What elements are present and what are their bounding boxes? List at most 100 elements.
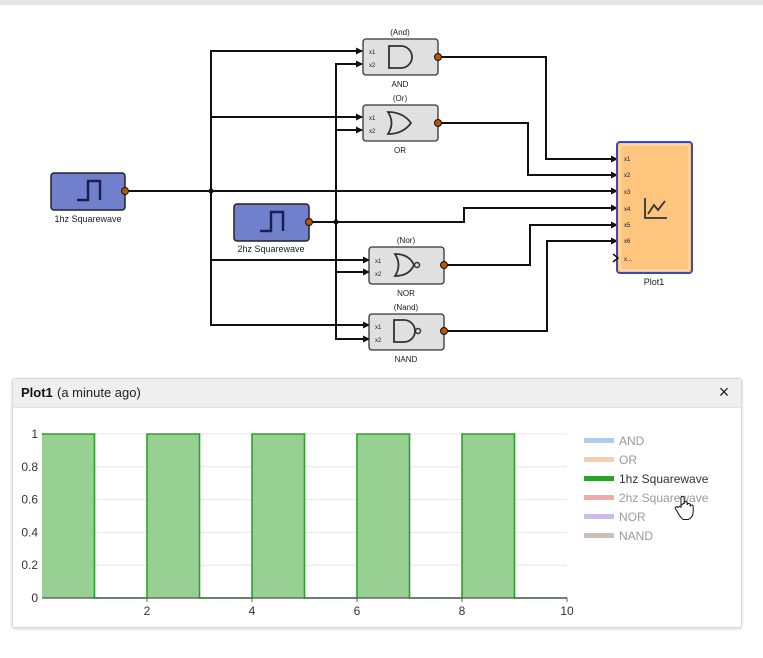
legend-item[interactable]: AND [619,434,645,448]
y-tick-label: 0.2 [21,558,38,572]
svg-text:x2: x2 [369,129,376,135]
svg-text:x2: x2 [375,338,382,344]
wire-sq1-and [125,47,363,192]
gate-tag: (Nand) [394,303,419,312]
or-gate-icon [386,111,413,135]
svg-text:x1: x1 [369,50,376,56]
block-label: NOR [397,289,415,298]
legend-swatch[interactable] [584,476,614,481]
block-label: Plot1 [644,277,665,287]
block-label: 1hz Squarewave [54,214,121,224]
x-tick-label: 6 [354,604,361,618]
x-tick-label: 8 [459,604,466,618]
plot-chart[interactable]: 0 0.2 0.4 0.6 0.8 1 2 4 6 8 10 AND OR 1hz Squarewave 2… [13,409,741,625]
top-toolbar-strip [0,0,763,5]
data-point [513,433,516,435]
wire-junctions [208,188,339,225]
nor-gate-icon [393,253,415,277]
gate-tag: (Or) [393,94,408,103]
legend-item[interactable]: NAND [619,529,653,543]
block-label: AND [392,80,409,89]
more-inputs-arrow-icon [612,253,620,263]
block-label: OR [394,146,406,155]
block-nor-gate[interactable]: (Nor) x1 x2 NOR [368,236,448,298]
svg-text:x1: x1 [375,259,382,265]
data-point [461,433,463,435]
block-and-gate[interactable]: (And) x1 x2 AND [362,28,442,89]
legend-swatch[interactable] [584,514,614,519]
block-2hz-squarewave[interactable]: 2hz Squarewave [233,203,313,254]
squarewave-icon [77,179,102,202]
hand-cursor-icon [674,495,694,520]
svg-text:x3: x3 [624,190,631,196]
output-port [434,119,442,127]
svg-text:x...: x... [624,257,632,263]
y-tick-label: 1 [31,427,38,441]
legend-swatch[interactable] [584,495,614,500]
block-diagram-canvas[interactable]: 1hz Squarewave 2hz Squarewave (And) x1 x… [0,0,763,372]
panel-title: Plot1 [21,385,53,400]
data-point [41,433,43,435]
and-gate-icon [388,45,413,69]
y-tick-label: 0.6 [21,493,38,507]
chart-line-icon [644,198,667,219]
block-plot1[interactable]: x1 x2 x3 x4 x5 x6 x... Plot1 [612,141,693,287]
wire-sq2-plot [309,204,618,223]
svg-text:x1: x1 [369,116,376,122]
wire-sq2-nor [335,222,370,276]
nand-gate-icon [393,319,416,343]
output-port [121,187,129,195]
output-port [305,218,313,226]
legend-swatch[interactable] [584,533,614,538]
svg-text:x5: x5 [624,223,631,229]
series-line [42,433,567,599]
data-point [356,433,358,435]
squarewave-icon [260,210,285,233]
data-point [251,433,253,435]
x-tick-label: 10 [560,604,574,618]
legend-item[interactable]: 2hz Squarewave [619,491,709,505]
block-1hz-squarewave[interactable]: 1hz Squarewave [50,172,129,224]
block-label: 2hz Squarewave [237,244,304,254]
svg-text:x2: x2 [369,63,376,69]
svg-text:x2: x2 [375,272,382,278]
svg-text:x1: x1 [375,325,382,331]
close-icon[interactable]: × [718,382,730,402]
legend-swatch[interactable] [584,438,614,443]
output-port [440,327,448,335]
data-point [303,433,306,435]
wire-or-plot [438,122,618,179]
y-tick-label: 0 [31,591,38,605]
block-label: NAND [395,355,418,364]
block-nand-gate[interactable]: (Nand) x1 x2 NAND [368,303,448,364]
plot-panel-header: Plot1 (a minute ago) × [13,379,741,408]
svg-text:x4: x4 [624,207,631,213]
wire-nor-plot [444,221,618,266]
data-point [93,433,96,435]
x-tick-label: 2 [144,604,151,618]
output-port [440,261,448,269]
y-tick-label: 0.8 [21,460,38,474]
data-point [146,433,148,435]
data-point [408,433,411,435]
wires [125,47,618,343]
legend-swatch[interactable] [584,457,614,462]
legend-item[interactable]: 1hz Squarewave [619,472,709,486]
legend-item[interactable]: OR [619,453,637,467]
y-tick-label: 0.4 [21,525,38,539]
wire-nand-plot [444,237,618,332]
x-tick-label: 4 [249,604,256,618]
wire-sq1-nand [210,191,370,329]
block-or-gate[interactable]: (Or) x1 x2 OR [362,94,442,155]
gate-tag: (Nor) [397,236,416,245]
wire-and-plot [438,56,618,163]
svg-text:x2: x2 [624,173,631,179]
svg-text:x1: x1 [624,157,631,163]
plot-panel: Plot1 (a minute ago) × 0 0.2 0.4 0.6 0.8 1 2 4 6… [12,378,742,628]
data-point [198,433,201,435]
wire-sq2-nand [335,222,370,343]
gate-tag: (And) [390,28,410,37]
svg-text:x6: x6 [624,239,631,245]
legend-item[interactable]: NOR [619,510,646,524]
wire-sq1-or [210,113,363,191]
